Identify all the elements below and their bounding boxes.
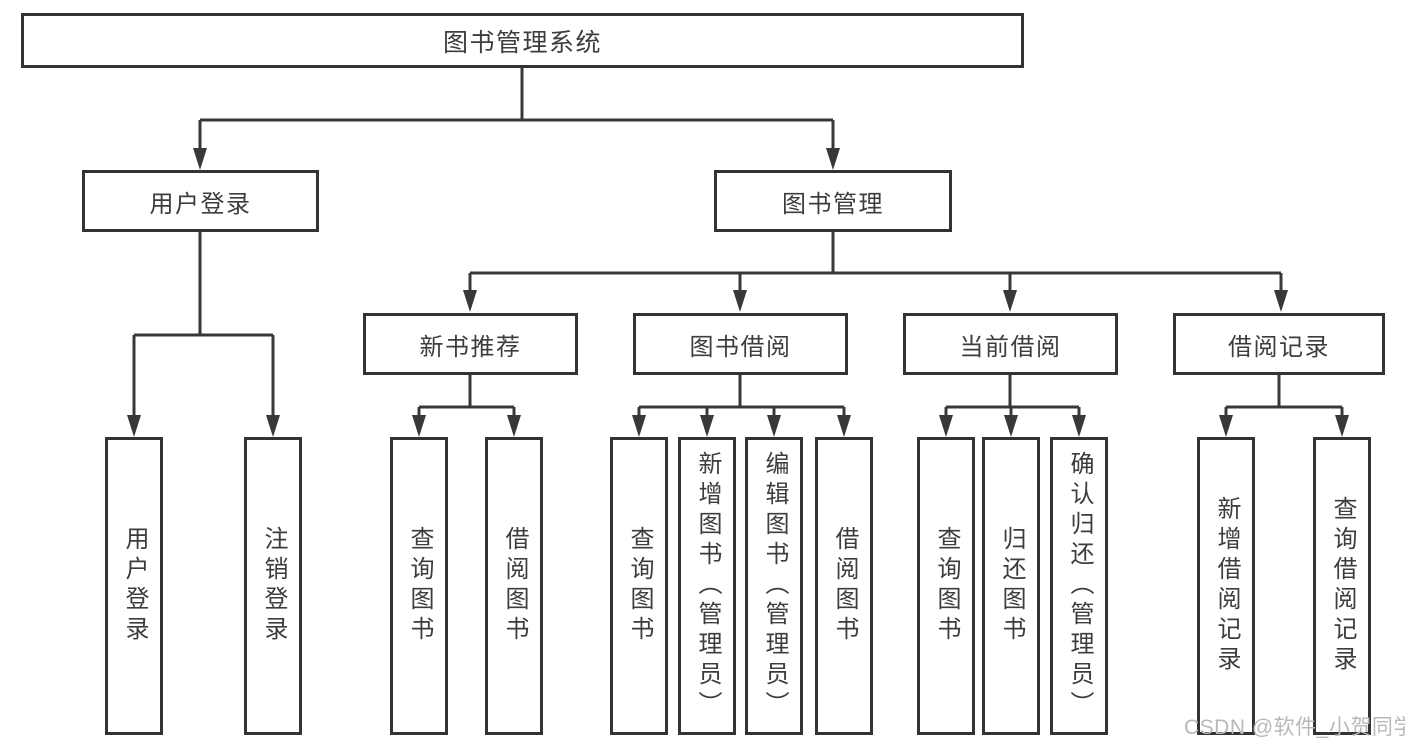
node-root-label: 图书管理系统 xyxy=(442,28,602,57)
leaf-query-books-borrow-label: 查询图书 xyxy=(626,526,653,646)
node-current-borrow: 当前借阅 xyxy=(903,313,1118,375)
leaf-confirm-return-admin: 确认归还（管理员） xyxy=(1050,437,1108,735)
node-user-login: 用户登录 xyxy=(82,170,319,232)
leaf-borrow-books-newbook-label: 借阅图书 xyxy=(501,526,528,646)
node-book-borrow-label: 图书借阅 xyxy=(689,333,792,361)
node-current-borrow-label: 当前借阅 xyxy=(959,333,1062,361)
leaf-confirm-return-admin-label: 确认归还（管理员） xyxy=(1066,451,1093,721)
leaf-edit-books-admin: 编辑图书（管理员） xyxy=(745,437,803,735)
node-user-login-label: 用户登录 xyxy=(149,190,252,218)
arrowheads xyxy=(127,148,1349,437)
leaf-add-borrow-record: 新增借阅记录 xyxy=(1197,437,1255,735)
node-borrow-records-label: 借阅记录 xyxy=(1228,333,1330,361)
leaf-query-books-newbook-label: 查询图书 xyxy=(406,526,433,646)
leaf-logout-label: 注销登录 xyxy=(260,526,287,646)
node-book-management-label: 图书管理 xyxy=(782,190,884,218)
node-book-management: 图书管理 xyxy=(714,170,952,232)
leaf-return-books: 归还图书 xyxy=(982,437,1040,735)
node-root: 图书管理系统 xyxy=(21,13,1024,68)
leaf-edit-books-admin-label: 编辑图书（管理员） xyxy=(761,451,788,721)
leaf-query-books-newbook: 查询图书 xyxy=(390,437,448,735)
leaf-user-login: 用户登录 xyxy=(105,437,163,735)
leaf-borrow-books-newbook: 借阅图书 xyxy=(485,437,543,735)
watermark: CSDN @软件_小贺同学 xyxy=(1184,716,1405,739)
node-new-book-recommend-label: 新书推荐 xyxy=(419,333,522,361)
leaf-query-books-current: 查询图书 xyxy=(917,437,975,735)
leaf-add-borrow-record-label: 新增借阅记录 xyxy=(1213,496,1240,676)
node-borrow-records: 借阅记录 xyxy=(1173,313,1385,375)
leaf-logout: 注销登录 xyxy=(244,437,302,735)
leaf-add-books-admin-label: 新增图书（管理员） xyxy=(694,451,721,721)
leaf-borrow-books: 借阅图书 xyxy=(815,437,873,735)
leaf-borrow-books-label: 借阅图书 xyxy=(831,526,858,646)
leaf-add-books-admin: 新增图书（管理员） xyxy=(678,437,736,735)
node-new-book-recommend: 新书推荐 xyxy=(363,313,578,375)
leaf-user-login-label: 用户登录 xyxy=(121,526,148,646)
leaf-query-borrow-record-label: 查询借阅记录 xyxy=(1329,496,1356,676)
connector-path xyxy=(132,68,1344,419)
leaf-query-books-borrow: 查询图书 xyxy=(610,437,668,735)
leaf-query-books-current-label: 查询图书 xyxy=(933,526,960,646)
leaf-query-borrow-record: 查询借阅记录 xyxy=(1313,437,1371,735)
leaf-return-books-label: 归还图书 xyxy=(998,526,1025,646)
node-book-borrow: 图书借阅 xyxy=(633,313,848,375)
